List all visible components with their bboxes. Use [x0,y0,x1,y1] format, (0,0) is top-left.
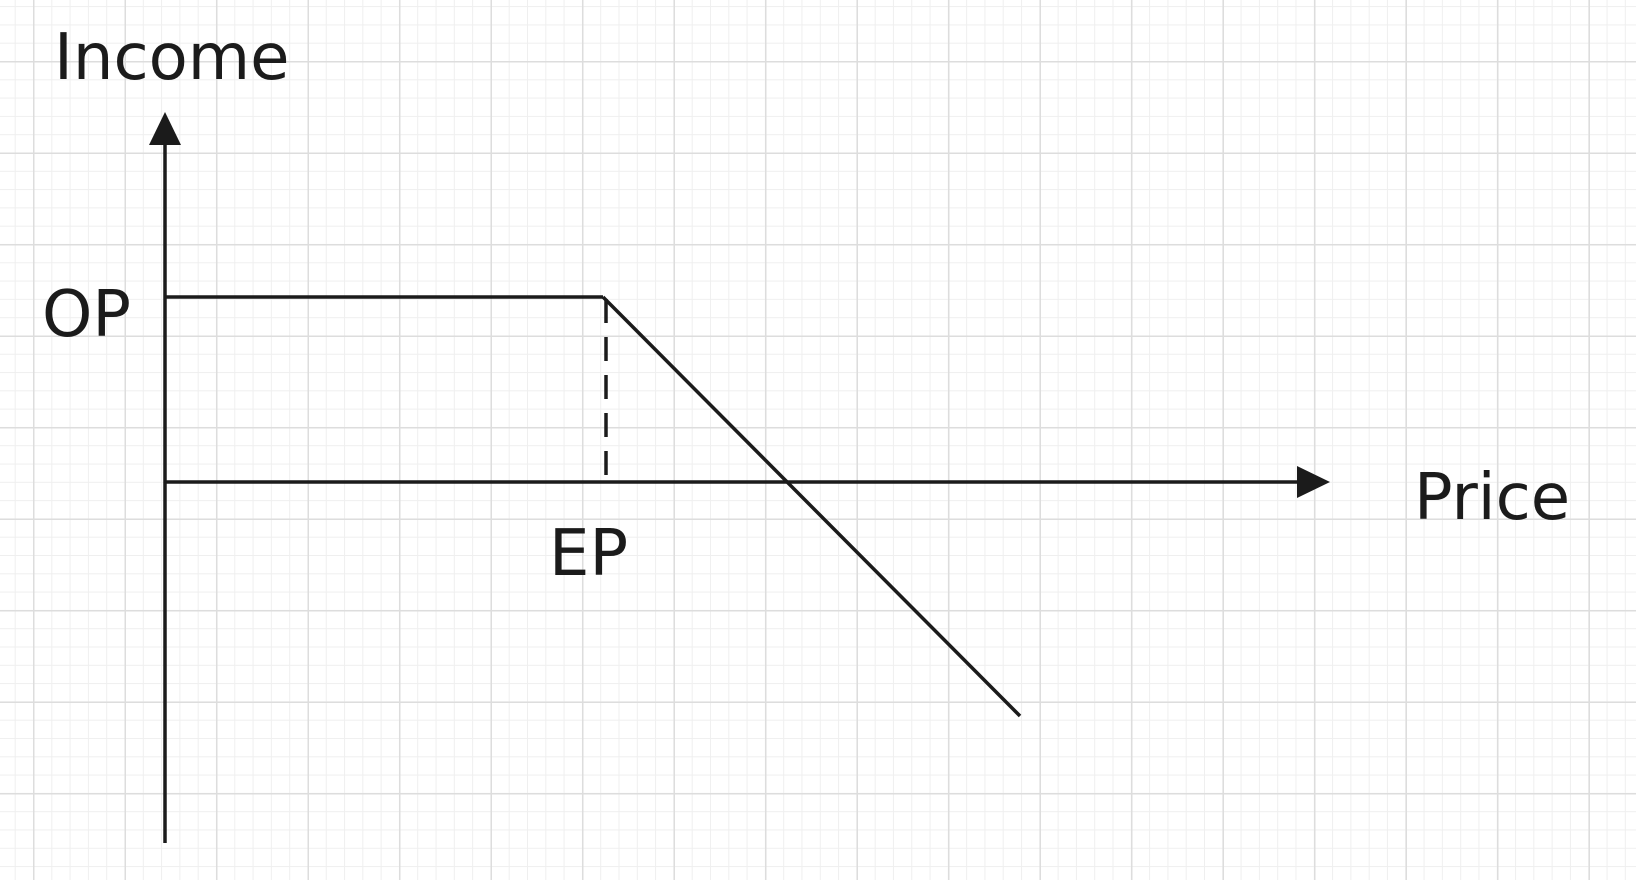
y-axis-label: Income [54,21,290,95]
exercise-price-label: EP [549,517,629,591]
payoff-declining-segment [601,295,1022,718]
x-axis-label: Price [1414,461,1571,535]
x-axis-arrowhead [1297,466,1330,498]
option-premium-label: OP [42,278,131,352]
y-axis-arrowhead [149,112,181,145]
